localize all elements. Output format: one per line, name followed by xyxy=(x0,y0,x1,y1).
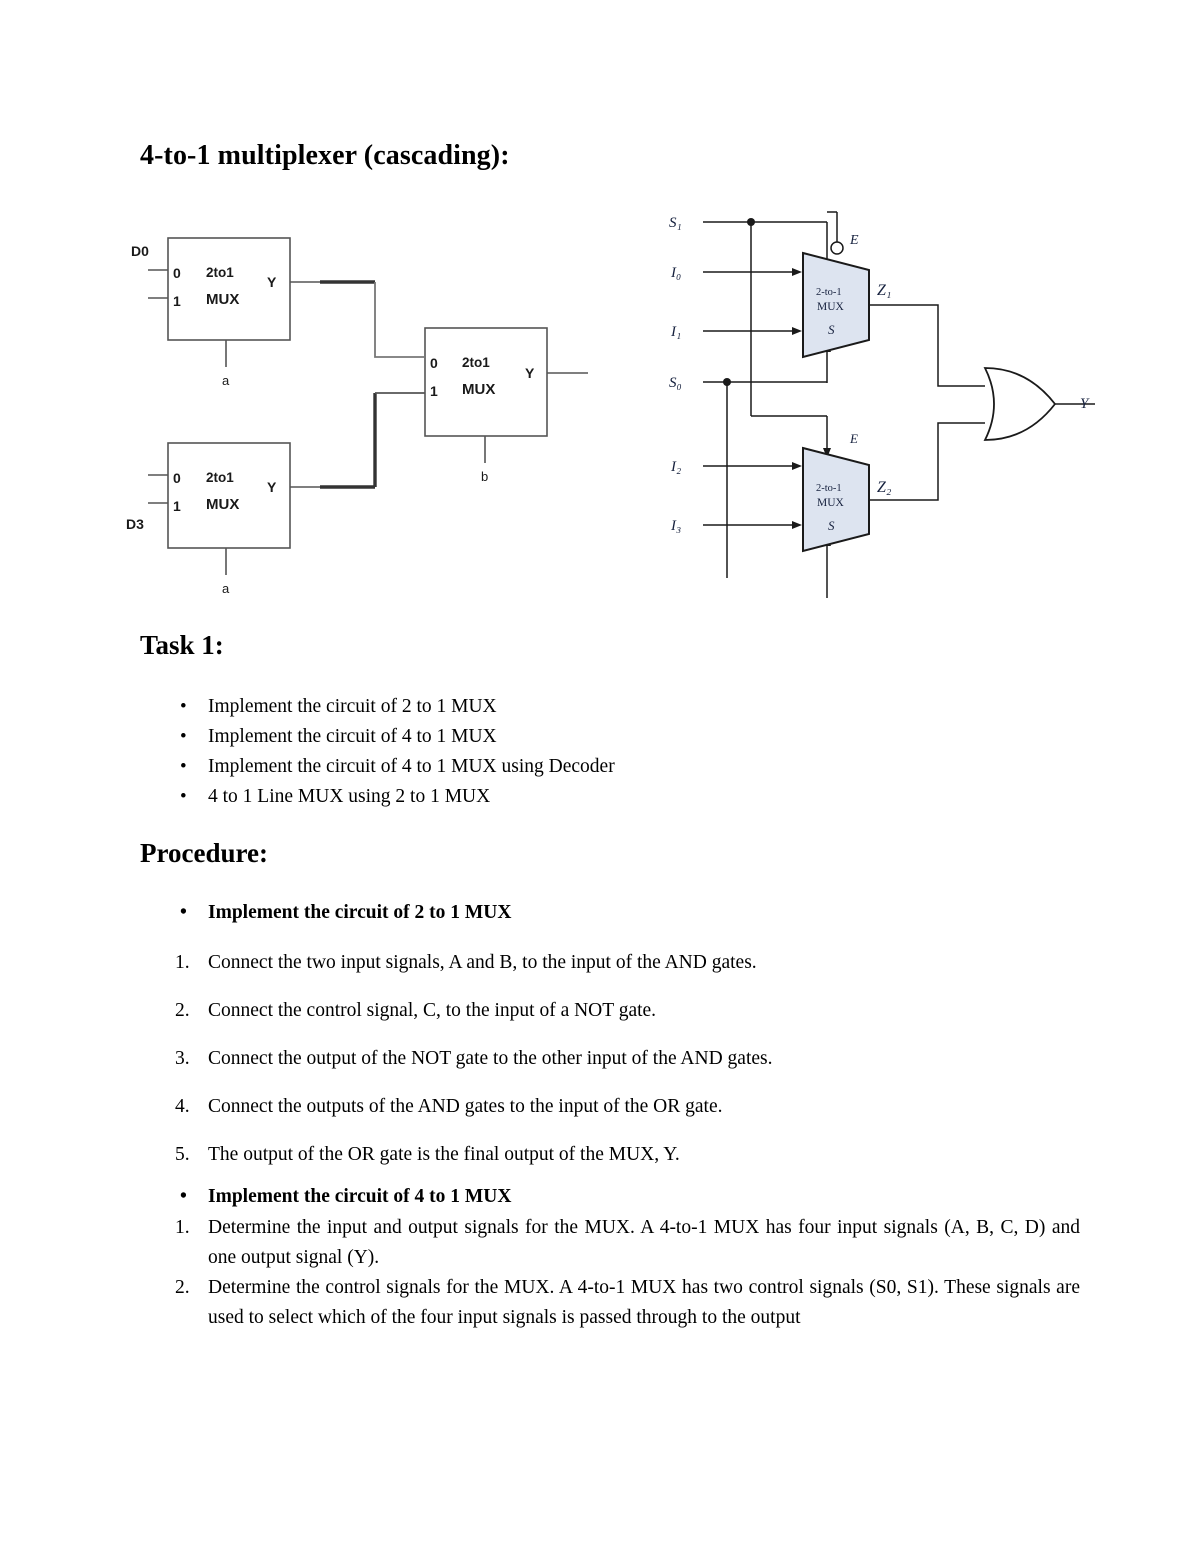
input-label-s1: S₁ xyxy=(669,215,682,231)
list-item-number: 2. xyxy=(175,1000,190,1021)
bullet-glyph-icon: • xyxy=(180,696,187,717)
list-item: 3. Connect the output of the NOT gate to… xyxy=(140,1044,1080,1074)
or-gate-output-label: Y xyxy=(1080,396,1090,412)
mux-top-output: Y xyxy=(267,274,277,290)
junction-dot-s0 xyxy=(723,378,731,386)
list-item-label: Determine the control signals for the MU… xyxy=(208,1277,1080,1328)
list-item-number: 5. xyxy=(175,1144,190,1165)
list-item-label: 4 to 1 Line MUX using 2 to 1 MUX xyxy=(208,786,491,807)
mux-bottom-input-1: 1 xyxy=(173,498,181,514)
task1-bullet-list: • Implement the circuit of 2 to 1 MUX • … xyxy=(140,692,1080,812)
mux-top-input-1: 1 xyxy=(173,293,181,309)
list-item-label: Connect the output of the NOT gate to th… xyxy=(208,1048,773,1069)
list-item: 1. Connect the two input signals, A and … xyxy=(140,948,1080,978)
task-heading: Task 1: xyxy=(140,630,224,660)
list-item-label: Implement the circuit of 4 to 1 MUX xyxy=(208,726,497,747)
mux-final-line1: 2to1 xyxy=(462,355,490,370)
mux-bottom-select-a: a xyxy=(222,581,230,595)
mux-bottom-box xyxy=(167,442,291,549)
list-item: 1. Determine the input and output signal… xyxy=(140,1213,1080,1273)
mux-top-line2: MUX xyxy=(206,291,239,308)
list-item-label: Implement the circuit of 2 to 1 MUX xyxy=(208,696,497,717)
mux-lower-output-z2: Z₂ xyxy=(877,479,892,496)
wire-z1-to-or xyxy=(869,304,985,387)
or-gate-shape xyxy=(983,367,1057,441)
list-item: 2. Connect the control signal, C, to the… xyxy=(140,996,1080,1026)
list-item: 5. The output of the OR gate is the fina… xyxy=(140,1140,1080,1170)
input-label-d0: D0 xyxy=(131,243,149,259)
mux-final-output: Y xyxy=(525,365,535,381)
mux-lower-line1: 2-to-1 xyxy=(816,483,842,494)
mux-final-input-0: 0 xyxy=(430,355,438,371)
procedure-section-2-bullet: • Implement the circuit of 4 to 1 MUX xyxy=(140,1182,1080,1212)
junction-dot-s1 xyxy=(747,218,755,226)
list-item-number: 1. xyxy=(175,1217,190,1238)
list-item-label: The output of the OR gate is the final o… xyxy=(208,1144,680,1165)
list-item-number: 1. xyxy=(175,952,190,973)
mux-upper-output-z1: Z₁ xyxy=(877,282,891,299)
mux-top-line1: 2to1 xyxy=(206,265,234,280)
mux-final-input-1: 1 xyxy=(430,383,438,399)
list-item: • Implement the circuit of 4 to 1 MUX xyxy=(140,722,1080,752)
mux-top-select-a: a xyxy=(222,373,230,388)
mux-bottom-output: Y xyxy=(267,479,277,495)
bullet-glyph-icon: • xyxy=(180,902,187,923)
bullet-glyph-icon: • xyxy=(180,726,187,747)
mux-upper-trapezoid xyxy=(802,251,870,359)
list-item: • Implement the circuit of 2 to 1 MUX xyxy=(140,692,1080,722)
mux-final-box xyxy=(424,327,548,437)
procedure-section-1-bullet: • Implement the circuit of 2 to 1 MUX xyxy=(140,898,1080,928)
list-item: 2. Determine the control signals for the… xyxy=(140,1273,1080,1333)
input-label-i3: I₃ xyxy=(670,518,681,534)
procedure-section-2-label: Implement the circuit of 4 to 1 MUX xyxy=(208,1186,512,1207)
list-item-number: 3. xyxy=(175,1048,190,1069)
cascaded-mux-diagram: 2to1 MUX 0 1 Y D0 a 2to1 MUX 0 1 Y D3 a … xyxy=(110,225,600,595)
list-item-label: Connect the two input signals, A and B, … xyxy=(208,952,757,973)
page-title: 4-to-1 multiplexer (cascading): xyxy=(140,140,510,171)
mux-or-gate-diagram: S₁ I₀ I₁ S₀ I₂ I₃ 2-to-1 MUX S E Z₁ 2-to… xyxy=(655,200,1105,600)
mux-bottom-line1: 2to1 xyxy=(206,470,234,485)
mux-final-select-b: b xyxy=(481,469,488,484)
list-item-number: 2. xyxy=(175,1277,190,1298)
mux-top-input-0: 0 xyxy=(173,265,181,281)
list-item-label: Connect the outputs of the AND gates to … xyxy=(208,1096,723,1117)
procedure-heading: Procedure: xyxy=(140,838,268,868)
bullet-glyph-icon: • xyxy=(180,786,187,807)
mux-top-box xyxy=(167,237,291,341)
input-label-s0: S₀ xyxy=(669,375,682,391)
input-label-d3: D3 xyxy=(126,516,144,532)
mux-upper-line2: MUX xyxy=(817,301,845,313)
input-label-i1: I₁ xyxy=(670,324,681,340)
mux-lower-line2: MUX xyxy=(817,497,845,509)
procedure-section-1-steps: 1. Connect the two input signals, A and … xyxy=(140,948,1080,1188)
mux-lower-trapezoid xyxy=(802,446,870,553)
mux-upper-enable-label: E xyxy=(849,233,859,248)
wire-z2-to-or xyxy=(869,422,985,501)
list-item-number: 4. xyxy=(175,1096,190,1117)
bullet-glyph-icon: • xyxy=(180,1186,187,1207)
mux-bottom-line2: MUX xyxy=(206,496,239,513)
list-item: • Implement the circuit of 4 to 1 MUX us… xyxy=(140,752,1080,782)
procedure-section-2-steps: 1. Determine the input and output signal… xyxy=(140,1213,1080,1333)
bullet-glyph-icon: • xyxy=(180,756,187,777)
list-item: 4. Connect the outputs of the AND gates … xyxy=(140,1092,1080,1122)
list-item-label: Connect the control signal, C, to the in… xyxy=(208,1000,657,1021)
procedure-section-1-label: Implement the circuit of 2 to 1 MUX xyxy=(208,902,512,923)
list-item-label: Determine the input and output signals f… xyxy=(208,1217,1080,1268)
mux-upper-select-label: S xyxy=(828,322,835,337)
input-label-i0: I₀ xyxy=(670,265,681,281)
mux-bottom-input-0: 0 xyxy=(173,470,181,486)
mux-lower-enable-label: E xyxy=(849,431,858,446)
enable-inversion-bubble-icon xyxy=(830,241,844,255)
mux-lower-select-label: S xyxy=(828,518,835,533)
mux-final-line2: MUX xyxy=(462,381,495,398)
input-label-i2: I₂ xyxy=(670,459,681,475)
mux-upper-line1: 2-to-1 xyxy=(816,287,842,298)
list-item-label: Implement the circuit of 4 to 1 MUX usin… xyxy=(208,756,615,777)
list-item: • 4 to 1 Line MUX using 2 to 1 MUX xyxy=(140,782,1080,812)
